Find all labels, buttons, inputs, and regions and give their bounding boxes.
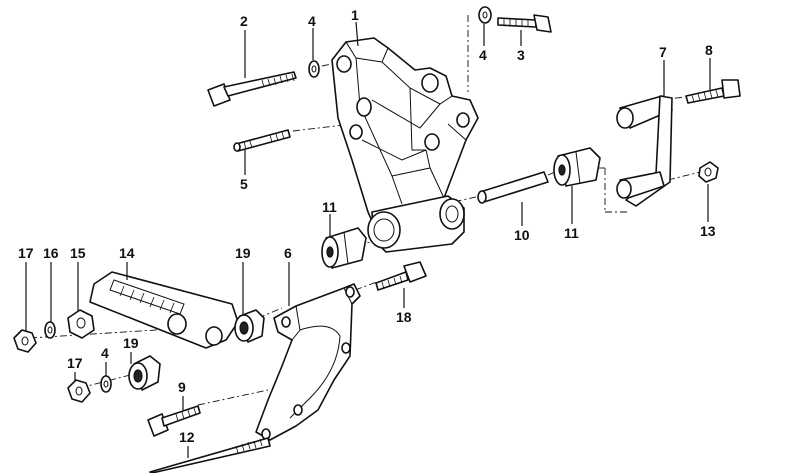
washer-part-4-top-right: [478, 6, 492, 24]
washer-part-4-upper: [308, 60, 320, 78]
adjusting-arm-part-14: [89, 271, 239, 349]
callout-16: 16: [43, 245, 59, 261]
bolt-part-18: [375, 261, 427, 291]
callout-15: 15: [70, 245, 86, 261]
rubber-bushing-part-19-upper: [234, 309, 265, 343]
callout-17-lower: 17: [67, 355, 83, 371]
callout-4-upper: 4: [308, 13, 316, 29]
callout-10: 10: [514, 227, 530, 243]
sleeve-part-10: [477, 171, 549, 204]
callout-3: 3: [517, 47, 525, 63]
bolt-part-3: [497, 14, 552, 33]
callout-7: 7: [659, 44, 667, 60]
bolt-part-8: [685, 79, 741, 104]
callout-8: 8: [705, 42, 713, 58]
washer-part-16: [44, 321, 56, 339]
callout-12: 12: [179, 429, 195, 445]
callout-13: 13: [700, 223, 716, 239]
nut-part-13: [698, 161, 719, 183]
flange-nut-part-15: [67, 309, 95, 339]
callout-4-lower: 4: [101, 345, 109, 361]
callout-19-upper: 19: [235, 245, 251, 261]
callout-19-lower: 19: [123, 335, 139, 351]
long-stud-part-12: [149, 437, 271, 473]
callout-5: 5: [240, 176, 248, 192]
bolt-part-9: [147, 405, 201, 437]
nut-part-17-lower: [67, 379, 91, 403]
bushing-part-11-right: [553, 147, 601, 187]
nut-part-17-upper: [13, 329, 37, 353]
callout-2: 2: [240, 13, 248, 29]
callout-9: 9: [178, 379, 186, 395]
bushing-part-11-left: [321, 227, 367, 269]
stud-part-5: [233, 129, 291, 152]
callout-14: 14: [119, 245, 135, 261]
callout-1: 1: [351, 7, 359, 23]
main-bracket-part-1: [331, 37, 479, 253]
rubber-bushing-part-19-lower: [128, 355, 161, 391]
callout-4-top-right: 4: [479, 47, 487, 63]
callout-labels: 1 2 4 4 3 7 8 5 11 10 11 13 17 16 15 14 …: [18, 7, 716, 445]
callout-17-upper: 17: [18, 245, 34, 261]
callout-11-left: 11: [322, 199, 337, 215]
callout-6: 6: [284, 245, 292, 261]
callout-11-right: 11: [564, 225, 579, 241]
tensioner-link-part-7: [616, 95, 673, 207]
leader-lines: [25, 21, 711, 458]
washer-part-4-lower: [100, 375, 112, 393]
callout-18: 18: [396, 309, 412, 325]
bolt-part-2: [207, 71, 297, 107]
mounting-plate-part-6: [255, 283, 361, 441]
